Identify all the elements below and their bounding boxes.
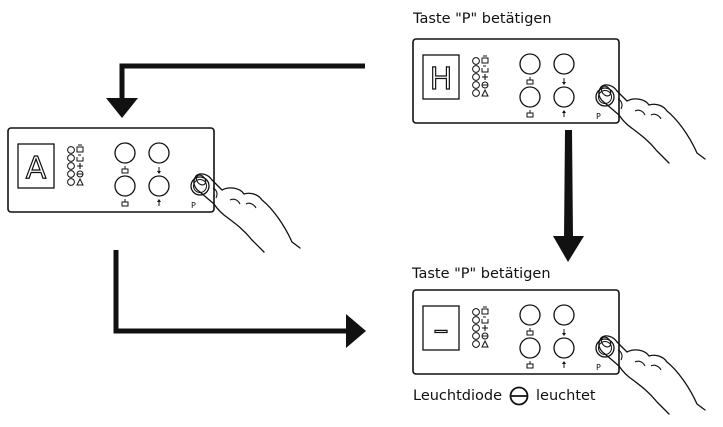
p-key-label: P [191,201,196,210]
tray-up-key[interactable] [519,53,541,75]
paper-tray-icon [481,65,489,73]
status-led [472,89,480,97]
status-led [472,308,480,316]
tray-up-icon [526,77,534,85]
tray-up-key[interactable] [114,142,136,164]
display-readout: – [422,305,460,351]
p-key-label: P [596,112,601,121]
paper-stack-icon [481,306,489,315]
arrow-up-icon [157,199,161,206]
status-led [67,178,75,186]
arrow-down-icon [562,78,566,85]
tray-down-icon [526,110,534,118]
caption-top-text: Taste "P" betätigen [413,11,552,27]
status-led-column [472,55,489,97]
cover-icon [482,325,488,331]
minus-circle-icon [509,386,529,406]
warning-triangle-icon [76,177,84,186]
status-led [67,162,75,170]
tray-down-key[interactable] [519,337,541,359]
status-led [472,324,480,332]
pointing-hand-illustration [598,84,706,164]
cover-icon [77,163,83,169]
display-readout: H [422,54,460,100]
tray-down-icon [121,199,129,207]
status-led [472,81,480,89]
down-key[interactable] [553,304,575,326]
pointing-hand-illustration [193,173,301,253]
paper-stack-icon [76,144,84,153]
paper-tray-icon [481,316,489,324]
tray-up-icon [121,166,129,174]
tray-down-key[interactable] [114,175,136,197]
caption-bottom-after: leuchtet [536,388,596,404]
p-key[interactable] [595,338,615,358]
caption-middle: Taste "P" betätigen [412,266,551,282]
flow-arrow-to-left-panel [106,63,365,118]
caption-middle-text: Taste "P" betätigen [412,266,551,282]
pointing-hand-illustration [598,335,706,415]
display-character: – [434,313,449,348]
minus-circle-icon [76,170,84,178]
caption-top: Taste "P" betätigen [413,11,552,27]
p-key-label: P [596,363,601,372]
status-led [472,332,480,340]
display-character: H [430,62,453,97]
status-led-column [472,306,489,348]
arrow-up-icon [562,361,566,368]
control-panel-bottom-right: –P [412,289,706,415]
cover-icon [482,74,488,80]
flow-arrow-down [553,130,584,262]
control-panel-left: AP [7,127,301,253]
warning-triangle-icon [481,88,489,97]
paper-stack-icon [481,55,489,64]
status-led [67,146,75,154]
warning-triangle-icon [481,339,489,348]
up-key[interactable] [553,337,575,359]
flow-arrow-to-bottom-panel [113,250,366,348]
display-character: A [26,151,47,186]
status-led [472,316,480,324]
up-key[interactable] [553,86,575,108]
status-led [472,73,480,81]
status-led [67,170,75,178]
arrow-down-icon [157,167,161,174]
status-led [67,154,75,162]
status-led [472,340,480,348]
minus-circle-icon [481,332,489,340]
arrow-up-icon [562,110,566,117]
tray-down-icon [526,361,534,369]
tray-up-icon [526,328,534,336]
down-key[interactable] [553,53,575,75]
status-led [472,65,480,73]
down-key[interactable] [148,142,170,164]
up-key[interactable] [148,175,170,197]
status-led-column [67,144,84,186]
tray-up-key[interactable] [519,304,541,326]
caption-bottom-before: Leuchtdiode [413,388,503,404]
display-readout: A [17,143,55,189]
paper-tray-icon [76,154,84,162]
control-panel-top-right: HP [412,38,706,164]
arrow-down-icon [562,329,566,336]
tray-down-key[interactable] [519,86,541,108]
status-led [472,57,480,65]
minus-circle-icon [481,81,489,89]
caption-bottom: Leuchtdiode leuchtet [413,386,596,406]
